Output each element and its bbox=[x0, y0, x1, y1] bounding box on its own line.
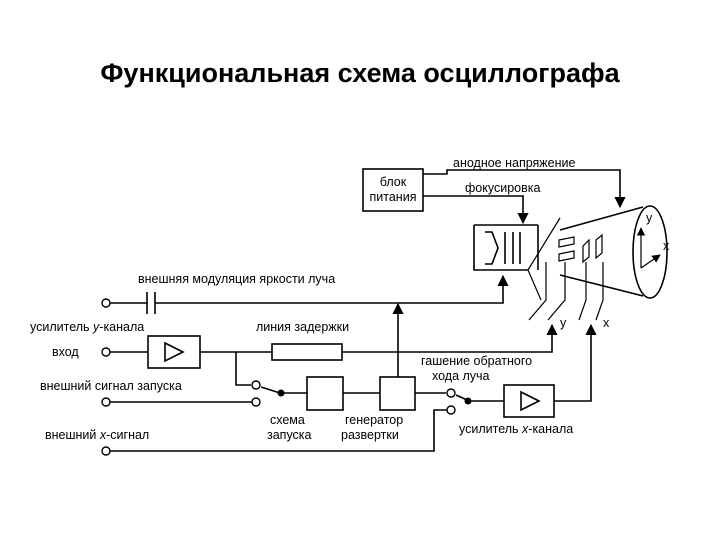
delay-line-block bbox=[271, 343, 343, 361]
trigger-circuit-label-2: запуска bbox=[267, 428, 312, 442]
crt-screen bbox=[632, 205, 668, 299]
trigger-circuit-label-1: схема bbox=[270, 413, 305, 427]
trigger-circuit-block bbox=[306, 376, 344, 411]
x-amplifier-label-a: усилитель bbox=[459, 422, 522, 436]
page-title: Функциональная схема осциллографа bbox=[100, 58, 620, 88]
x-plates-label: x bbox=[603, 316, 610, 330]
y-amplifier-label: усилитель y-канала bbox=[30, 320, 144, 334]
x-amplifier-label: усилитель x-канала bbox=[459, 422, 573, 436]
anode-voltage-label: анодное напряжение bbox=[453, 156, 576, 170]
y-amplifier-label-b: y bbox=[92, 320, 100, 334]
y-plates-label: y bbox=[560, 316, 567, 330]
external-x-terminal[interactable] bbox=[101, 446, 111, 456]
deflection-plates-y bbox=[558, 236, 575, 262]
retrace-blanking-label-2: хода луча bbox=[432, 369, 490, 383]
y-amplifier-triangle-icon bbox=[164, 341, 185, 363]
external-x-label: внешний x-сигнал bbox=[45, 428, 149, 442]
x-plate-leads bbox=[578, 262, 604, 321]
y-amplifier-block bbox=[147, 335, 201, 369]
x-amplifier-triangle-icon bbox=[520, 390, 541, 412]
screen-axis-y-label: y bbox=[646, 211, 653, 225]
brightness-wire-b bbox=[155, 274, 509, 304]
screen-axis-x-label: x bbox=[663, 239, 670, 253]
brightness-modulation-label: внешняя модуляция яркости луча bbox=[138, 272, 335, 286]
input-label: вход bbox=[52, 345, 79, 359]
crt-tube-outline bbox=[473, 206, 644, 297]
trigger-switch-contact-2[interactable] bbox=[251, 397, 261, 407]
delay-to-y-plates-wire bbox=[342, 323, 558, 353]
beam-focus-line bbox=[527, 217, 561, 301]
capacitor-symbol bbox=[146, 292, 156, 314]
screen-x-axis-icon bbox=[640, 254, 661, 269]
y-amplifier-label-c: -канала bbox=[99, 320, 144, 334]
external-x-label-b: x bbox=[99, 428, 107, 442]
retrace-blanking-label-1: гашение обратного bbox=[421, 354, 532, 368]
focusing-label: фокусировка bbox=[465, 181, 540, 195]
external-trigger-label: внешний сигнал запуска bbox=[40, 379, 182, 393]
power-block-label-1: блок bbox=[380, 175, 407, 189]
external-x-label-c: -сигнал bbox=[106, 428, 149, 442]
external-x-wire bbox=[110, 409, 447, 452]
y-to-trigger-wire bbox=[235, 352, 251, 386]
electron-gun bbox=[485, 231, 521, 265]
x-amplifier-label-b: x bbox=[521, 422, 529, 436]
power-block-label-2: питания bbox=[370, 190, 417, 204]
focusing-wire bbox=[423, 195, 529, 225]
x-amp-to-x-plates-wire bbox=[554, 323, 597, 402]
x-amplifier-block bbox=[503, 384, 555, 418]
trigger-switch-contact-1[interactable] bbox=[251, 380, 261, 390]
external-trigger-terminal[interactable] bbox=[101, 397, 111, 407]
trigger-switch-lever[interactable] bbox=[260, 386, 281, 394]
sweep-generator-label-2: развертки bbox=[341, 428, 399, 442]
external-x-label-a: внешний bbox=[45, 428, 100, 442]
power-supply-block bbox=[362, 168, 424, 212]
sweep-generator-label-1: генератор bbox=[345, 413, 403, 427]
y-amplifier-label-a: усилитель bbox=[30, 320, 93, 334]
deflection-plates-x bbox=[582, 233, 603, 264]
x-switch-contact-2[interactable] bbox=[446, 405, 456, 415]
y-input-terminal[interactable] bbox=[101, 347, 111, 357]
x-switch-contact-1[interactable] bbox=[446, 388, 456, 398]
brightness-input-terminal[interactable] bbox=[101, 298, 111, 308]
sweep-generator-block bbox=[379, 376, 416, 411]
y-plate-leads bbox=[528, 262, 566, 321]
anode-voltage-wire bbox=[423, 169, 626, 209]
x-amplifier-label-c: -канала bbox=[528, 422, 573, 436]
delay-line-label: линия задержки bbox=[256, 320, 349, 334]
